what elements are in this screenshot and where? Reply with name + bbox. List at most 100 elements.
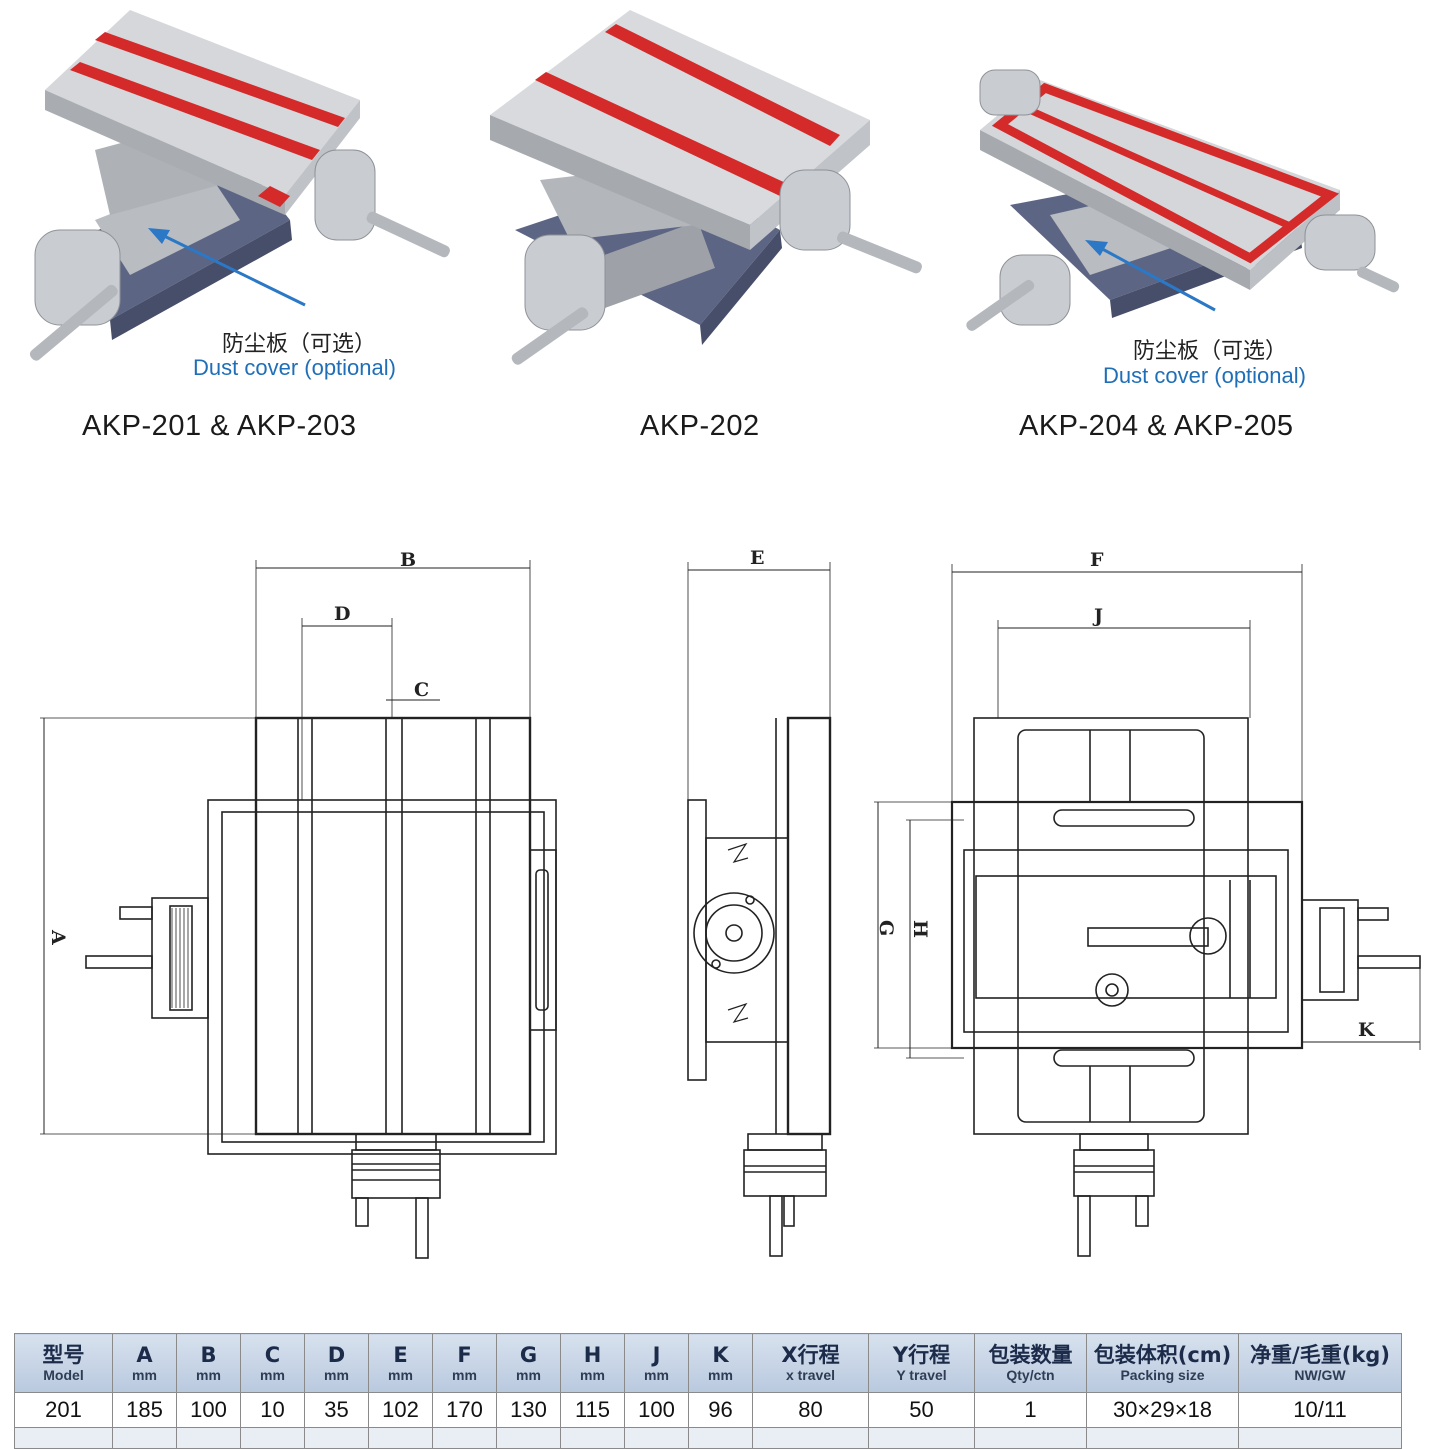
product-photo-akp-204-205 <box>960 0 1440 460</box>
header-main: K <box>712 1342 729 1367</box>
table-cell: 80 <box>752 1392 869 1428</box>
table-cell <box>1086 1427 1239 1449</box>
base-view-drawing <box>874 564 1421 1257</box>
header-main: X行程 <box>781 1342 840 1367</box>
dim-label-b: B <box>400 549 416 571</box>
dim-label-h: H <box>909 920 931 938</box>
header-sub: mm <box>644 1366 669 1383</box>
header-sub: mm <box>324 1366 349 1383</box>
table-cell <box>688 1427 753 1449</box>
product-caption-2: AKP-202 <box>640 410 760 442</box>
header-sub: mm <box>516 1366 541 1383</box>
header-sub: mm <box>260 1366 285 1383</box>
header-sub: mm <box>708 1366 733 1383</box>
dust-cover-note-en-1: Dust cover (optional) <box>193 355 396 380</box>
header-main: E <box>393 1342 408 1367</box>
header-main: 包装数量 <box>988 1342 1073 1367</box>
header-sub: Packing size <box>1120 1366 1205 1383</box>
table-cell <box>368 1427 433 1449</box>
dust-cover-note-cn-2: 防尘板（可选） <box>1133 339 1288 364</box>
table-cell <box>1238 1427 1402 1449</box>
dim-label-k: K <box>1358 1019 1376 1041</box>
table-cell: 10 <box>240 1392 305 1428</box>
dim-label-a: A <box>47 929 69 945</box>
table-cell <box>560 1427 625 1449</box>
product-photo-akp-202 <box>480 0 960 460</box>
header-sub: mm <box>580 1366 605 1383</box>
header-sub: mm <box>132 1366 157 1383</box>
dim-label-d: D <box>334 603 350 625</box>
header-sub: Model <box>43 1366 84 1383</box>
table-cell: 100 <box>624 1392 689 1428</box>
dim-label-g: G <box>875 920 897 936</box>
table-cell <box>432 1427 497 1449</box>
table-cell: 115 <box>560 1392 625 1428</box>
product-caption-1: AKP-201 & AKP-203 <box>82 410 357 442</box>
side-view-drawing <box>687 562 832 1257</box>
table-cell <box>240 1427 305 1449</box>
header-main: Y行程 <box>892 1342 951 1367</box>
header-main: F <box>457 1342 472 1367</box>
table-cell: 130 <box>496 1392 561 1428</box>
dim-label-j: J <box>1092 605 1103 627</box>
table-header-cell: 包装体积(cm)Packing size <box>1086 1333 1239 1393</box>
header-main: B <box>200 1342 217 1367</box>
header-sub: x travel <box>785 1366 836 1383</box>
dim-label-f: F <box>1090 549 1104 571</box>
table-cell: 10/11 <box>1238 1392 1402 1428</box>
table-cell <box>14 1427 113 1449</box>
header-main: 包装体积(cm) <box>1093 1342 1232 1367</box>
header-sub: Qty/ctn <box>1006 1366 1055 1383</box>
table-cell <box>624 1427 689 1449</box>
table-cell: 185 <box>112 1392 177 1428</box>
dim-label-c: C <box>414 679 429 701</box>
table-cell: 50 <box>868 1392 975 1428</box>
technical-drawings: B D C A E <box>40 547 1421 1259</box>
table-cell <box>176 1427 241 1449</box>
table-row-partial <box>14 1427 1402 1449</box>
table-cell <box>496 1427 561 1449</box>
table-row: 201 185 100 10 35 102 170 130 115 100 96… <box>14 1392 1402 1428</box>
header-main: J <box>652 1342 661 1367</box>
header-sub: NW/GW <box>1294 1366 1346 1383</box>
top-view-drawing <box>40 560 557 1259</box>
product-caption-3: AKP-204 & AKP-205 <box>1019 410 1294 442</box>
header-sub: Y travel <box>896 1366 947 1383</box>
table-cell: 96 <box>688 1392 753 1428</box>
table-cell <box>752 1427 869 1449</box>
product-photo-akp-201-203 <box>0 0 480 460</box>
table-cell: 100 <box>176 1392 241 1428</box>
header-main: H <box>583 1342 602 1367</box>
header-main: C <box>264 1342 281 1367</box>
header-sub: mm <box>388 1366 413 1383</box>
table-cell <box>112 1427 177 1449</box>
table-cell <box>868 1427 975 1449</box>
table-cell: 1 <box>974 1392 1087 1428</box>
table-cell <box>304 1427 369 1449</box>
table-cell: 201 <box>14 1392 113 1428</box>
header-main: 净重/毛重(kg) <box>1250 1342 1390 1367</box>
header-main: A <box>136 1342 153 1367</box>
header-main: D <box>327 1342 346 1367</box>
table-header-cell: 净重/毛重(kg)NW/GW <box>1238 1333 1402 1393</box>
dim-label-e: E <box>750 547 764 569</box>
dust-cover-note-cn-1: 防尘板（可选） <box>222 332 377 357</box>
dust-cover-note-en-2: Dust cover (optional) <box>1103 363 1306 388</box>
header-main: 型号 <box>42 1342 85 1367</box>
header-main: G <box>519 1342 538 1367</box>
header-sub: mm <box>452 1366 477 1383</box>
